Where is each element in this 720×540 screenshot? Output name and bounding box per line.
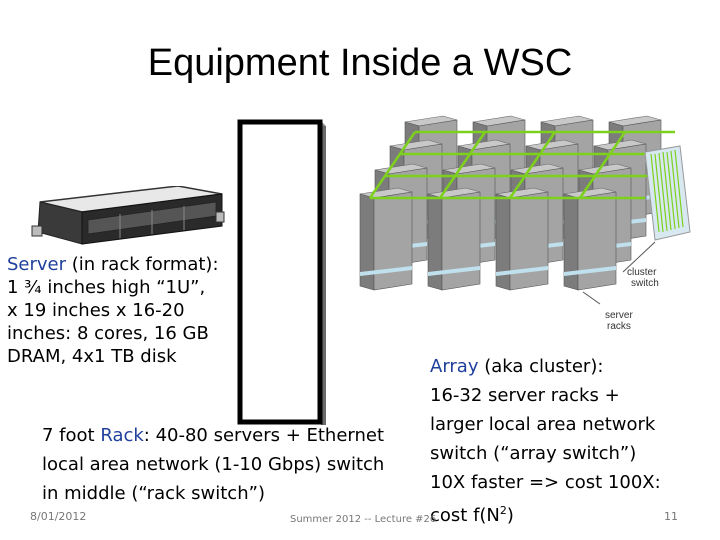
footer-date: 8/01/2012 bbox=[30, 510, 87, 523]
cluster-rack-base-band bbox=[428, 266, 480, 276]
server-desc-line-1: Server (in rack format): bbox=[7, 254, 219, 275]
server-term: Server bbox=[7, 254, 67, 275]
array-desc-line-2: 16-32 server racks + bbox=[430, 385, 620, 406]
cluster-rack-base-band bbox=[564, 266, 616, 276]
rack-desc-line-2: local area network (1-10 Gbps) switch bbox=[42, 454, 385, 475]
server-desc-line-5: DRAM, 4x1 TB disk bbox=[7, 346, 177, 367]
server-desc-line-4: inches: 8 cores, 16 GB bbox=[7, 323, 209, 344]
server-racks-label-1: server bbox=[605, 310, 633, 321]
array-term: Array bbox=[430, 356, 479, 377]
rack-desc-line-1: 7 foot Rack: 40-80 servers + Ethernet bbox=[42, 425, 385, 446]
footer-course: Summer 2012 -- Lecture #26 bbox=[290, 514, 437, 525]
server-racks-label-2: racks bbox=[607, 321, 631, 332]
cluster-rack-front bbox=[577, 191, 617, 291]
footer-page-number: 11 bbox=[664, 510, 678, 523]
slide-title: Equipment Inside a WSC bbox=[147, 42, 573, 84]
array-desc-line-5: 10X faster => cost 100X: bbox=[430, 472, 661, 493]
server-rack-image bbox=[237, 119, 326, 428]
cluster-rack-base-band bbox=[360, 266, 412, 276]
cluster-switch-label-1: cluster bbox=[627, 267, 657, 278]
rack-term: Rack bbox=[100, 425, 144, 446]
cluster-rack-front bbox=[509, 191, 549, 291]
array-desc-line-3: larger local area network bbox=[430, 414, 656, 435]
server-desc-line-3: x 19 inches x 16-20 bbox=[7, 300, 185, 321]
cluster-switch-label-2: switch bbox=[631, 278, 659, 289]
array-desc-line-1: Array (aka cluster): bbox=[430, 356, 604, 377]
cluster-rack-base-band bbox=[496, 266, 548, 276]
cluster-rack-front bbox=[373, 191, 413, 291]
cluster-rack-front bbox=[441, 191, 481, 291]
array-desc-line-4: switch (“array switch”) bbox=[430, 443, 637, 464]
server-desc-line-2: 1 ¾ inches high “1U”, bbox=[7, 277, 206, 298]
rack-server-image bbox=[31, 186, 225, 245]
array-desc-line-6: cost f(N2) bbox=[430, 504, 514, 526]
cluster-array-image: cluster switch server racks bbox=[359, 115, 691, 332]
rack-desc-line-3: in middle (“rack switch”) bbox=[42, 483, 265, 504]
